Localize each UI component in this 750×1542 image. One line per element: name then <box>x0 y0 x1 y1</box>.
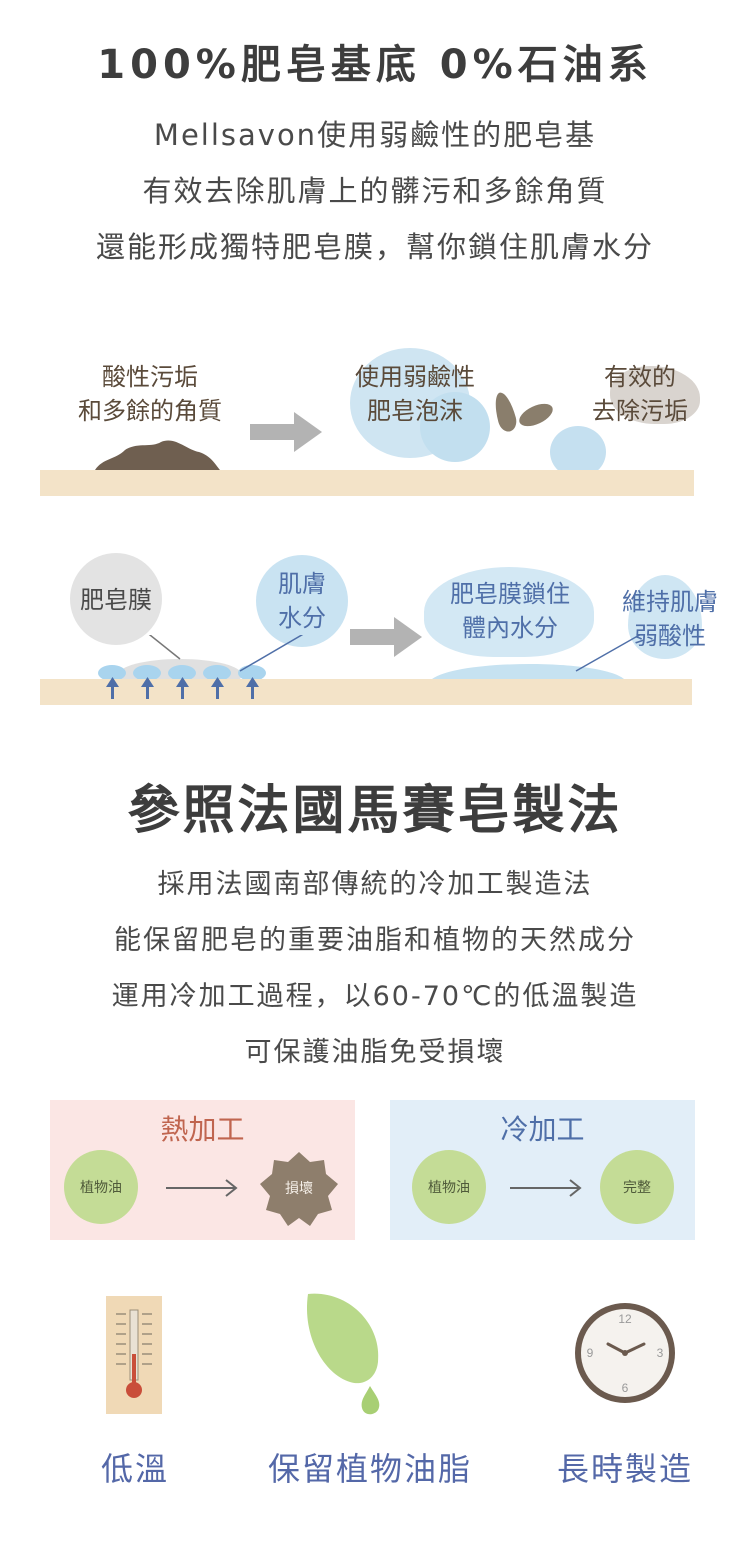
lock-label-line-1: 肥皂膜鎖住 <box>450 580 570 608</box>
cold-process-title: 冷加工 <box>500 1113 585 1146</box>
oil-label-cold: 植物油 <box>428 1180 470 1196</box>
dirt-pile-icon <box>95 440 220 470</box>
section-body-line-3: 運用冷加工過程，以60-70℃的低溫製造 <box>111 981 639 1012</box>
acid-label: 維持肌膚 弱酸性 <box>600 585 740 653</box>
lock-label-line-2: 體內水分 <box>462 614 558 642</box>
skin-surface <box>40 470 694 496</box>
clock-icon: 12 3 6 9 <box>575 1303 675 1403</box>
foam-label-line-2: 肥皂泡沫 <box>367 397 463 425</box>
water-drop-icon <box>628 575 702 659</box>
hot-process-panel: 熱加工 植物油 損壞 <box>50 1100 355 1240</box>
intro-line-1: Mellsavon使用弱鹼性的肥皂基 <box>153 118 597 152</box>
dirt-label-line-2: 和多餘的角質 <box>78 397 222 425</box>
cleansing-diagram: 酸性污垢 和多餘的角質 使用弱鹼性 肥皂泡沫 有效的 去除污垢 <box>0 330 750 510</box>
removed-label: 有效的 去除污垢 <box>570 360 710 428</box>
feature-label-low-temp: 低溫 <box>100 1450 169 1488</box>
foam-bubble-small-icon <box>420 392 490 462</box>
oil-circle-cold: 植物油 <box>412 1150 486 1224</box>
foam-label-line-1: 使用弱鹼性 <box>355 363 475 391</box>
moisture-label: 肌膚 水分 <box>256 567 348 635</box>
lock-label: 肥皂膜鎖住 體內水分 <box>420 577 600 645</box>
process-arrow-icon-2 <box>350 617 422 657</box>
dirt-label-line-1: 酸性污垢 <box>102 363 198 391</box>
section-body-line-2: 能保留肥皂的重要油脂和植物的天然成分 <box>114 925 636 956</box>
arrow-right-icon-2 <box>510 1179 582 1197</box>
clock-num-9: 9 <box>587 1346 594 1360</box>
thermometer-icon <box>106 1296 162 1414</box>
moisture-label-line-1: 肌膚 <box>278 570 326 598</box>
feature-label-plant-oil: 保留植物油脂 <box>267 1450 472 1488</box>
clock-num-12: 12 <box>618 1312 632 1326</box>
foam-label: 使用弱鹼性 肥皂泡沫 <box>330 360 500 428</box>
removed-label-line-2: 去除污垢 <box>592 397 688 425</box>
cold-process-panel: 冷加工 植物油 完整 <box>390 1100 695 1240</box>
feature-label-long-time: 長時製造 <box>556 1450 693 1488</box>
dirt-drop-icon <box>515 399 557 431</box>
soap-film-bubble-icon <box>70 553 162 645</box>
clock-num-3: 3 <box>657 1346 664 1360</box>
lock-droplet-icon <box>424 567 594 657</box>
intro-line-2: 有效去除肌膚上的髒污和多餘角質 <box>142 174 608 208</box>
soap-film-diagram: 肥皂膜 肌膚 水分 肥皂膜鎖住 體內水分 維持肌膚 弱酸性 <box>0 545 750 715</box>
oil-circle-hot: 植物油 <box>64 1150 138 1224</box>
section-title: 參照法國馬賽皂製法 <box>127 781 623 841</box>
intact-circle: 完整 <box>600 1150 674 1224</box>
moisture-bubble-icon <box>256 555 348 647</box>
clock-num-6: 6 <box>622 1381 629 1395</box>
leaf-drop-icon <box>307 1293 380 1415</box>
arrow-right-icon <box>166 1179 238 1197</box>
dirt-label: 酸性污垢 和多餘的角質 <box>60 360 240 428</box>
acid-label-line-2: 弱酸性 <box>634 622 706 650</box>
section-body-line-1: 採用法國南部傳統的冷加工製造法 <box>157 869 593 900</box>
removed-label-line-1: 有效的 <box>604 363 676 391</box>
oil-label-hot: 植物油 <box>80 1180 122 1196</box>
dirt-cloud-icon <box>610 366 700 424</box>
section-body-line-4: 可保護油脂免受損壞 <box>244 1037 506 1068</box>
film-layer-graphic <box>40 635 692 705</box>
intro-line-3: 還能形成獨特肥皂膜，幫你鎖住肌膚水分 <box>95 230 654 264</box>
damaged-label: 損壞 <box>285 1181 313 1197</box>
soap-film-label: 肥皂膜 <box>80 586 152 614</box>
damaged-blob-icon <box>260 1152 338 1226</box>
intact-label: 完整 <box>623 1180 651 1196</box>
hot-process-title: 熱加工 <box>160 1113 245 1146</box>
moisture-label-line-2: 水分 <box>278 604 326 632</box>
foam-bubble-right-icon <box>550 426 606 478</box>
page-title: 100%肥皂基底 0%石油系 <box>97 42 653 88</box>
process-arrow-icon <box>250 412 322 452</box>
acid-label-line-1: 維持肌膚 <box>622 588 718 616</box>
